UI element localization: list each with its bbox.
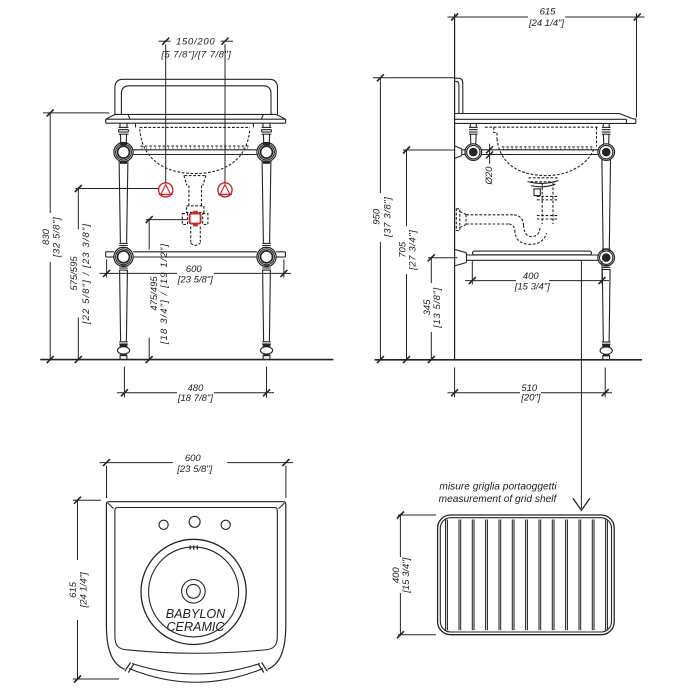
svg-text:600: 600 <box>185 453 202 464</box>
svg-text:600: 600 <box>186 264 203 275</box>
svg-text:[27 3/4"]: [27 3/4"] <box>408 230 419 271</box>
svg-text:[32 5/8"]: [32 5/8"] <box>51 217 62 258</box>
svg-text:615: 615 <box>540 7 557 18</box>
svg-text:[24 1/4"]: [24 1/4"] <box>528 18 564 29</box>
svg-text:345: 345 <box>422 299 433 316</box>
svg-text:[15 3/4"]: [15 3/4"] <box>401 557 412 593</box>
svg-text:BABYLON: BABYLON <box>166 607 226 621</box>
svg-text:[24 1/4"]: [24 1/4"] <box>78 572 89 608</box>
svg-text:[23 5/8"]: [23 5/8"] <box>177 274 213 285</box>
svg-text:[20"]: [20"] <box>520 392 541 403</box>
svg-text:measurement of grid shelf: measurement of grid shelf <box>439 494 558 505</box>
svg-text:misure griglia portaoggetti: misure griglia portaoggetti <box>439 482 557 493</box>
svg-text:400: 400 <box>523 271 540 282</box>
svg-text:Ø20: Ø20 <box>484 166 495 186</box>
svg-text:[23 5/8"]: [23 5/8"] <box>176 464 212 475</box>
svg-text:CERAMIC: CERAMIC <box>166 620 225 634</box>
svg-text:400: 400 <box>391 567 402 584</box>
svg-text:[18 3/4"] / [19 1/2"]: [18 3/4"] / [19 1/2"] <box>159 243 170 345</box>
svg-text:830: 830 <box>41 228 52 245</box>
svg-text:615: 615 <box>68 581 79 598</box>
svg-text:[37 3/8"]: [37 3/8"] <box>382 197 393 238</box>
svg-text:[5 7/8"]/[7 7/8"]: [5 7/8"]/[7 7/8"] <box>160 50 231 61</box>
svg-text:[22 5/8"] / [23 3/8"]: [22 5/8"] / [23 3/8"] <box>81 223 92 325</box>
svg-text:510: 510 <box>521 383 538 394</box>
svg-text:150/200: 150/200 <box>179 37 214 48</box>
svg-text:[18 7/8"]: [18 7/8"] <box>177 393 213 404</box>
svg-text:[13 5/8"]: [13 5/8"] <box>432 287 443 328</box>
svg-text:475/495: 475/495 <box>149 276 160 311</box>
svg-text:150/200: 150/200 <box>176 37 215 48</box>
svg-text:575/595: 575/595 <box>69 256 80 291</box>
svg-text:480: 480 <box>187 383 204 394</box>
svg-text:950: 950 <box>372 208 383 225</box>
svg-text:705: 705 <box>398 241 409 258</box>
svg-text:[15 3/4"]: [15 3/4"] <box>514 281 550 292</box>
